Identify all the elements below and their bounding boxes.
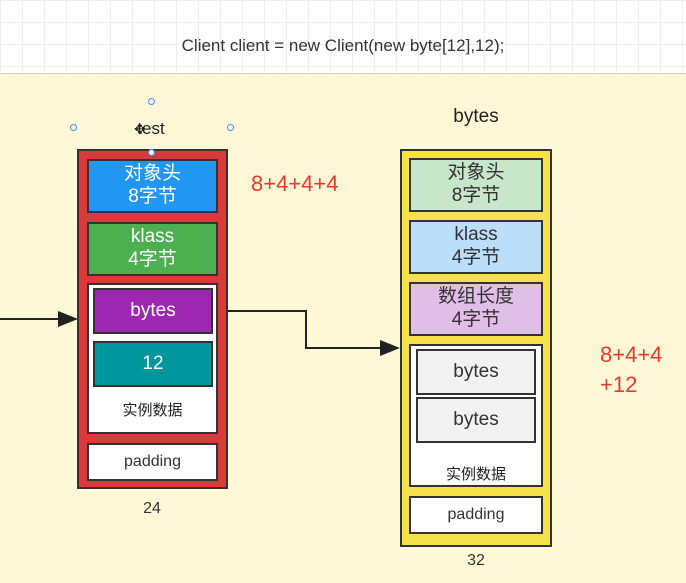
array-klass-name: klass — [454, 224, 498, 246]
client-size-formula: 8+4+4+4 — [251, 171, 339, 196]
code-area: Client client = new Client(new byte[12],… — [0, 0, 686, 73]
client-padding-label: padding — [124, 453, 181, 471]
client-int-field-value: 12 — [142, 352, 164, 374]
array-header-box[interactable]: 对象头 8字节 — [409, 158, 543, 212]
client-bytes-field-label: bytes — [130, 299, 176, 321]
client-klass-size: 4字节 — [128, 249, 177, 270]
array-padding-box[interactable]: padding — [409, 496, 543, 534]
array-object-title: bytes — [453, 106, 499, 127]
array-klass-box[interactable]: klass 4字节 — [409, 220, 543, 274]
array-size-formula-line1: 8+4+4 — [600, 342, 663, 367]
array-header-name: 对象头 — [447, 162, 505, 184]
bytes-reference-arrow — [212, 310, 400, 356]
selection-handle-container-top[interactable] — [148, 149, 155, 156]
array-length-box[interactable]: 数组长度 4字节 — [409, 282, 543, 336]
selection-handle-top[interactable] — [148, 98, 155, 105]
array-klass-size: 4字节 — [451, 247, 501, 268]
array-padding-label: padding — [447, 506, 505, 524]
client-header-name: 对象头 — [123, 163, 181, 185]
client-instance-data-label: 实例数据 — [122, 402, 183, 419]
code-statement: Client client = new Client(new byte[12],… — [181, 36, 505, 55]
client-header-box[interactable]: 对象头 8字节 — [87, 159, 218, 213]
selection-handle-left[interactable] — [70, 124, 77, 131]
array-size-formula-line2: +12 — [600, 372, 638, 397]
client-padding-box[interactable]: padding — [87, 443, 218, 481]
client-klass-box[interactable]: klass 4字节 — [87, 222, 218, 276]
client-bytes-field[interactable]: bytes — [93, 288, 213, 334]
client-object-title[interactable]: test — [137, 119, 165, 138]
array-header-size: 8字节 — [451, 185, 501, 206]
move-cursor-icon: ✥ — [134, 121, 146, 137]
selection-handle-right[interactable] — [227, 124, 234, 131]
client-header-size: 8字节 — [128, 186, 177, 207]
array-instance-data-label: 实例数据 — [445, 466, 506, 483]
array-element-1-label: bytes — [453, 360, 499, 382]
array-object-size: 32 — [467, 552, 485, 569]
array-element-2[interactable]: bytes — [416, 397, 536, 443]
array-length-name: 数组长度 — [437, 286, 514, 308]
array-element-2-label: bytes — [453, 408, 499, 430]
client-int-field[interactable]: 12 — [93, 341, 213, 387]
client-object-size: 24 — [143, 500, 161, 517]
array-length-size: 4字节 — [451, 309, 501, 330]
client-klass-name: klass — [130, 226, 175, 248]
array-element-1[interactable]: bytes — [416, 349, 536, 395]
